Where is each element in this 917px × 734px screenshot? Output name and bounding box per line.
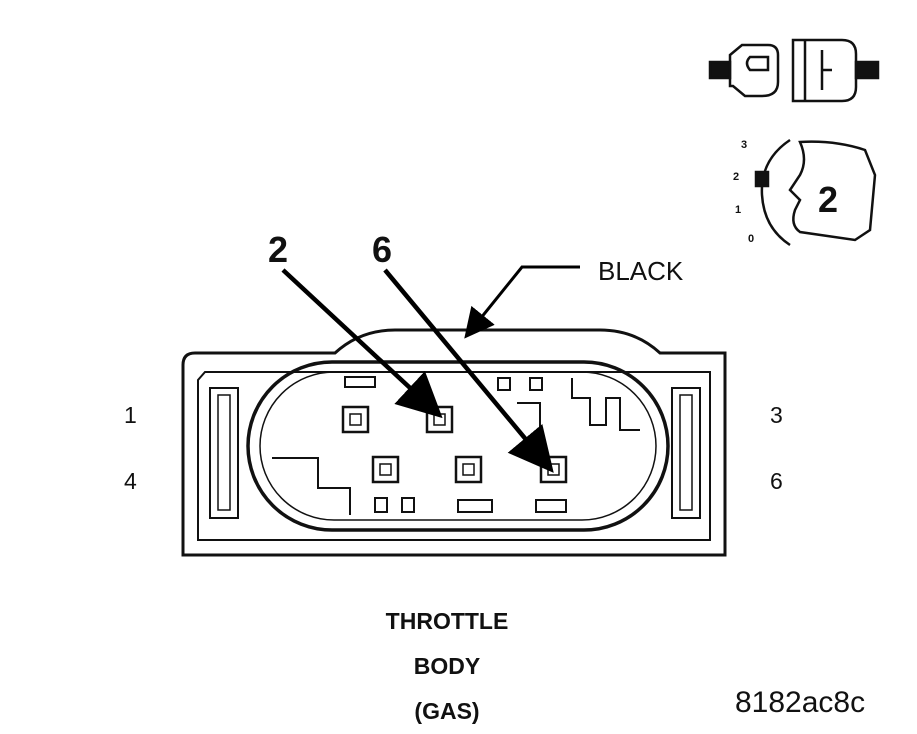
terminal-cavities (341, 405, 568, 484)
scale-mark-0: 0 (748, 233, 755, 245)
wire-color-label: BLACK (598, 256, 684, 286)
connector-keying (272, 376, 640, 515)
callout-6-leader (383, 268, 554, 473)
title-line-3: (GAS) (414, 698, 480, 724)
cavity (341, 405, 370, 434)
cavity-2 (425, 405, 454, 434)
position-indicator-icon (754, 138, 877, 247)
title-line-1: THROTTLE (385, 608, 509, 634)
cavity (371, 455, 400, 484)
scale-mark-2: 2 (733, 171, 740, 183)
callout-6-label: 6 (372, 229, 393, 270)
pin-number-3: 3 (770, 402, 783, 428)
black-leader (464, 265, 580, 339)
pin-number-1: 1 (124, 402, 137, 428)
callout-2-label: 2 (268, 229, 289, 270)
connector-housing (181, 328, 727, 557)
pin-number-6: 6 (770, 468, 783, 494)
connector-pair-icon (708, 38, 880, 103)
pin-number-4: 4 (124, 468, 137, 494)
scale-mark-3: 3 (741, 139, 748, 151)
scale-mark-1: 1 (735, 204, 742, 216)
cavity (454, 455, 483, 484)
title-line-2: BODY (413, 653, 481, 679)
figure-id: 8182ac8c (735, 686, 866, 719)
scale-value: 2 (818, 179, 839, 220)
callout-2-leader (281, 268, 443, 419)
